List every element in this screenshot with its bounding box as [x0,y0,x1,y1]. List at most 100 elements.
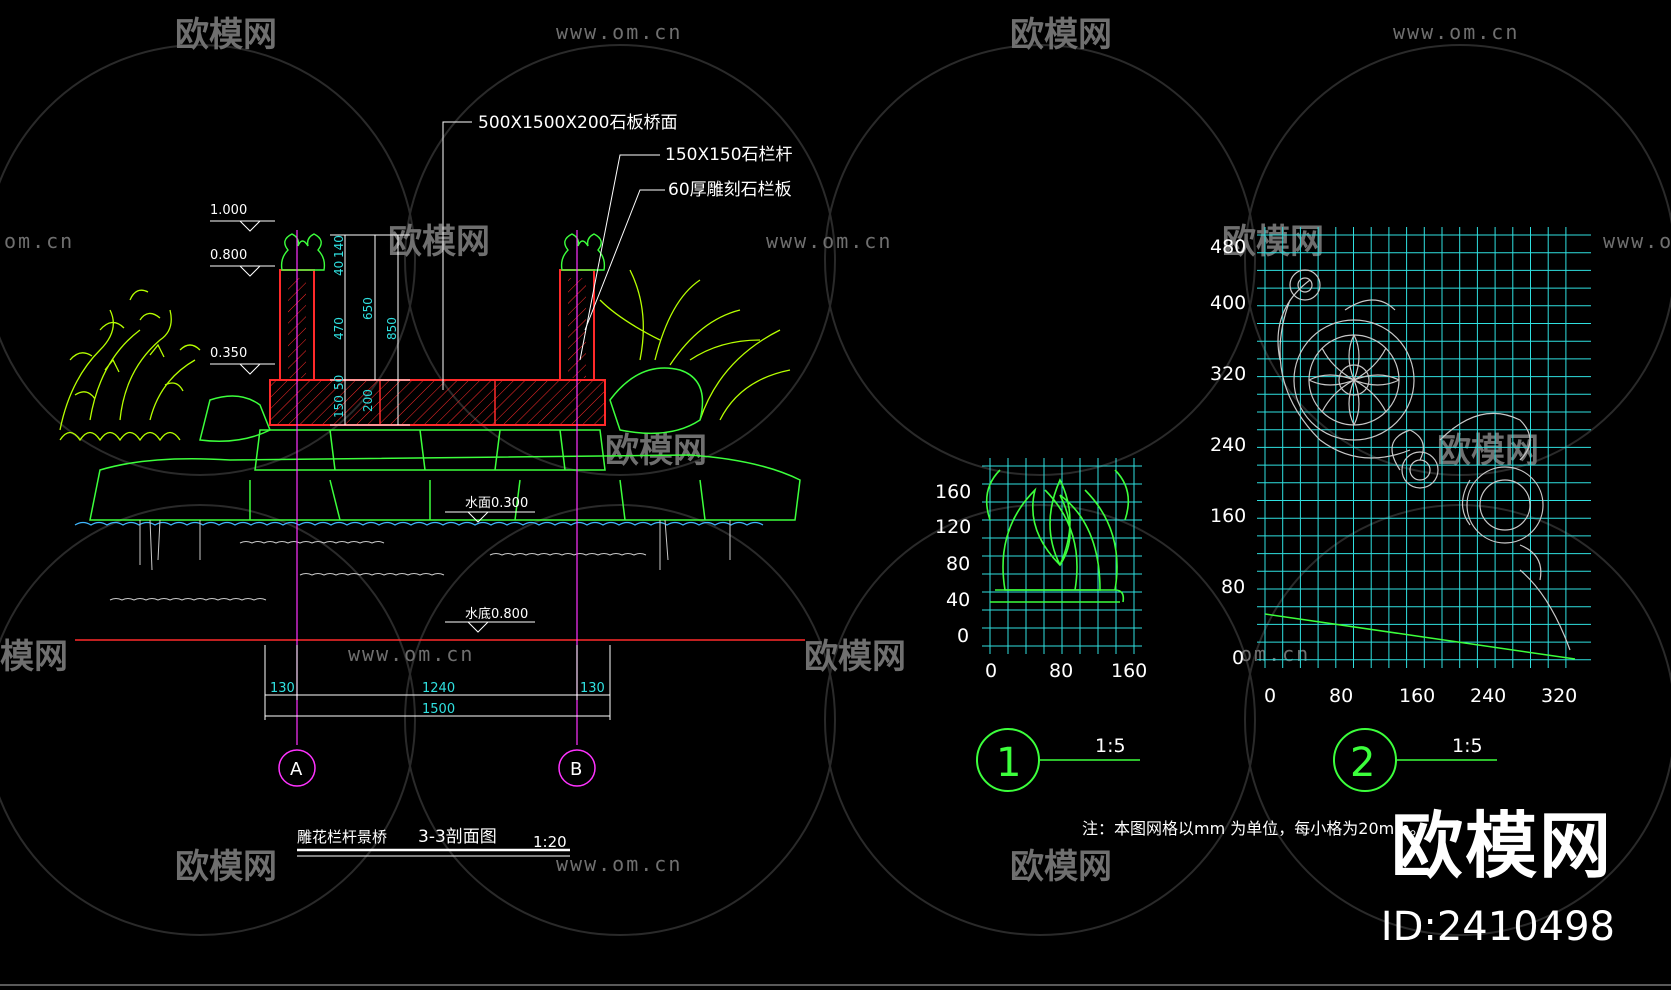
detail-1-scale: 1:5 [1095,735,1126,757]
svg-text:0: 0 [1264,685,1276,707]
watermark-logo: 欧模网 [175,15,277,55]
detail-2-marker-number: 2 [1350,740,1375,786]
plants-left [59,289,201,442]
detail-2-marker [1333,728,1397,792]
detail-1-grid [982,458,1142,654]
watermark-logo: 欧模网 [175,847,277,887]
watermark-url-partial: www.om.cn [1603,229,1671,253]
watermark-logo-partial: 模网 [0,637,68,677]
watermark-logo: 欧模网 [804,637,906,677]
water-lines [109,541,647,601]
watermark-url: www.om.cn [1393,20,1519,44]
watermark-logo: 欧模网 [1222,222,1324,262]
svg-text:80: 80 [1329,685,1353,707]
dim-1240: 1240 [422,681,455,696]
axis-label-b: B [570,759,582,780]
elevation-1000: 1.000 [210,203,247,218]
water-bottom-label: 水底0.800 [465,606,528,622]
axis-marker-a [278,749,316,787]
callout-bridge-deck: 500X1500X200石板桥面 [478,113,677,133]
watermark-logo: 欧模网 [1437,431,1539,471]
detail-2-scale: 1:5 [1452,735,1483,757]
watermarks: 欧模网 www.om.cn 欧模网 www.om.cn om.cn 欧模网 ww… [0,15,1671,887]
watermark-url: www.om.cn [766,229,892,253]
section-drawing: 1.000 0.800 0.350 水面0.300 水底0.800 140 40… [59,113,805,857]
brand-id: ID:2410498 [1380,904,1615,950]
elevation-0350: 0.350 [210,346,247,361]
post-caps [280,233,606,271]
svg-text:400: 400 [1210,292,1246,314]
svg-text:80: 80 [1221,576,1245,598]
svg-text:140: 140 [332,235,346,258]
svg-text:160: 160 [1111,660,1147,682]
svg-text:40: 40 [332,261,346,276]
callout-rail-post: 150X150石栏杆 [665,145,793,165]
detail-1-x-ticks: 0 80 160 [985,660,1147,682]
svg-text:480: 480 [1210,236,1246,258]
watermark-logo: 欧模网 [388,222,490,262]
brand-logo: 欧模网 [1390,804,1613,888]
detail-2-x-ticks: 0 80 160 240 320 [1264,685,1577,707]
rocks [89,367,801,521]
detail-2: 480 400 320 240 160 80 0 0 80 160 240 32… [1210,227,1591,792]
svg-text:160: 160 [935,481,971,503]
detail-1-ornament [985,469,1130,603]
axis-marker-b [558,749,596,787]
svg-text:120: 120 [935,516,971,538]
svg-text:470: 470 [332,317,346,340]
section-scale: 1:20 [533,833,567,851]
detail-2-grid [1257,227,1591,668]
callout-leaders [442,121,665,390]
svg-text:80: 80 [946,553,970,575]
bridge-slab [269,379,606,426]
svg-text:80: 80 [1049,660,1073,682]
watermark-url: www.om.cn [556,20,682,44]
vertical-dim-lines [330,234,410,426]
horizontal-dim-lines [264,645,611,720]
detail-1: 160 120 80 40 0 0 80 160 1 1:5 [935,458,1147,792]
detail-2-baseline-diagonal [1264,613,1576,660]
svg-text:0: 0 [1232,647,1244,669]
grid-note: 注：本图网格以mm 为单位，每小格为20mm。 [1082,819,1426,838]
detail-1-marker [976,728,1040,792]
watermark-logo: 欧模网 [605,431,707,471]
watermark-url: www.om.cn [348,642,474,666]
svg-text:650: 650 [361,297,375,320]
section-subtitle: 3-3剖面图 [418,827,497,847]
elevation-0800: 0.800 [210,248,247,263]
svg-text:320: 320 [1210,363,1246,385]
vertical-dims: 140 40 470 650 850 150 50 200 [332,235,399,418]
detail-1-y-ticks: 160 120 80 40 0 [935,481,971,647]
svg-text:200: 200 [361,389,375,412]
svg-text:240: 240 [1210,434,1246,456]
svg-text:50: 50 [332,375,346,390]
watermark-logo: 欧模网 [1010,15,1112,55]
dim-130-left: 130 [270,681,295,696]
callout-rail-panel: 60厚雕刻石栏板 [668,180,792,200]
watermark-url: www.om.cn [556,852,682,876]
detail-1-marker-number: 1 [996,740,1021,786]
section-title: 雕花栏杆景桥 [297,828,387,846]
svg-text:320: 320 [1541,685,1577,707]
dim-1500: 1500 [422,702,455,717]
svg-text:160: 160 [1210,505,1246,527]
watermark-url-partial: om.cn [4,229,74,253]
water-surface-label: 水面0.300 [465,496,528,511]
axis-label-a: A [290,759,303,780]
detail-2-y-ticks: 480 400 320 240 160 80 0 [1210,236,1246,669]
svg-text:40: 40 [946,589,970,611]
detail-2-ornament [1277,269,1571,651]
svg-text:240: 240 [1470,685,1506,707]
watermark-logo: 欧模网 [1010,847,1112,887]
water-waves [74,521,764,526]
svg-text:0: 0 [957,625,969,647]
elevation-markers [210,220,535,633]
svg-text:850: 850 [385,317,399,340]
svg-text:150: 150 [332,395,346,418]
dim-130-right: 130 [580,681,605,696]
svg-text:160: 160 [1399,685,1435,707]
plants-right [599,269,791,421]
watermark-url-partial: om.cn [1240,642,1310,666]
water-plants [139,519,731,571]
